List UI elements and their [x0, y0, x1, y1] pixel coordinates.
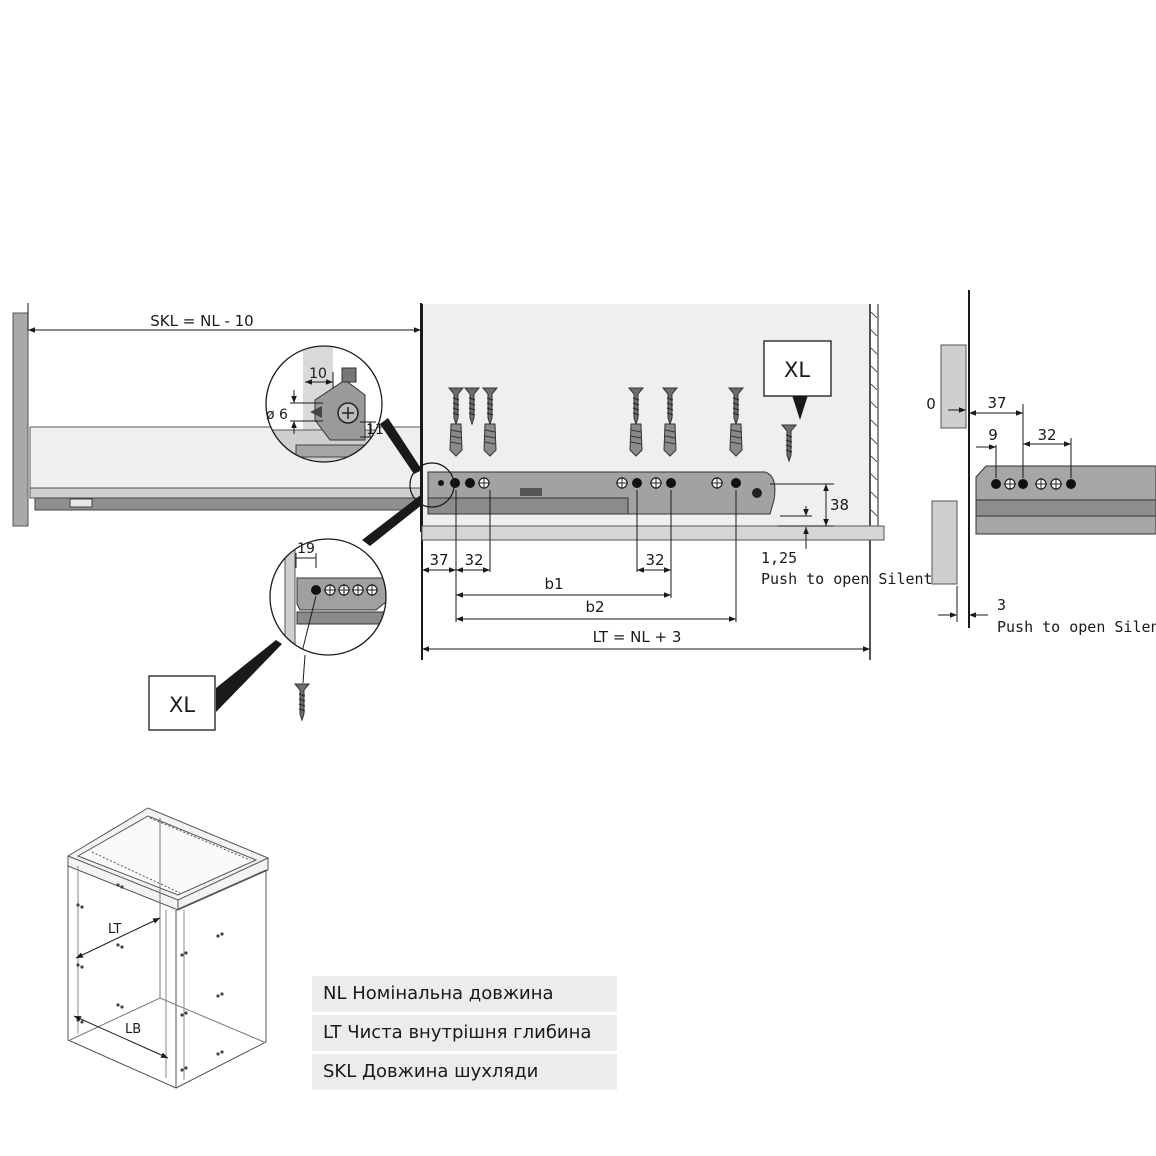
- b1-label: b1: [544, 575, 563, 593]
- dim-10-label: 10: [309, 366, 327, 382]
- skl-label: SKL = NL - 10: [150, 312, 253, 330]
- dim-37-label: 37: [429, 551, 448, 569]
- legend-row-lt: LT Чиста внутрішня глибина: [312, 1015, 617, 1051]
- legend: NL Номінальна довжина LT Чиста внутрішня…: [312, 976, 617, 1093]
- dim-3-label: 3: [997, 596, 1006, 614]
- main-view: XL 38 1,25 Push to open Silent 37 32 32 …: [410, 304, 933, 660]
- xl-callout-pointer: [216, 640, 282, 712]
- dim-38-label: 38: [830, 496, 849, 514]
- dim-32-left-label: 32: [464, 551, 483, 569]
- front-panel-bottom: [932, 501, 957, 584]
- front-view: 0 37 9 32 3 Push to open Silent: [926, 290, 1156, 636]
- legend-row-skl: SKL Довжина шухляди: [312, 1054, 617, 1090]
- detail-bottom: 19: [270, 539, 386, 660]
- front-panel-top: [941, 345, 966, 428]
- legend-row-nl: NL Номінальна довжина: [312, 976, 617, 1012]
- side-view: SKL = NL - 10: [13, 303, 428, 730]
- front-panel: [13, 313, 28, 526]
- runner-top: [30, 488, 425, 498]
- dim-9-label: 9: [988, 426, 998, 444]
- cabinet-lb-label: LB: [125, 1022, 141, 1037]
- xl-callout-top-label: XL: [784, 358, 810, 382]
- cabinet-bottom: [422, 526, 884, 540]
- runner-clip: [70, 499, 92, 507]
- cabinet-lt-label: LT: [108, 922, 121, 937]
- dim-19-label: 19: [297, 541, 315, 557]
- cabinet-isometric: [68, 808, 268, 1088]
- front-push-note: Push to open Silent: [997, 618, 1156, 636]
- screw-icon: [295, 684, 309, 720]
- front-dim-37-label: 37: [987, 394, 1006, 412]
- b2-label: b2: [585, 598, 604, 616]
- dim-32-mid-label: 32: [645, 551, 664, 569]
- detail-top: 10 ø 6 11: [266, 346, 384, 462]
- dim-125-label: 1,25: [761, 549, 797, 567]
- dim-d6-label: ø 6: [266, 407, 288, 423]
- dim-0-label: 0: [926, 395, 936, 413]
- xl-callout-label: XL: [169, 693, 195, 717]
- lt-label: LT = NL + 3: [593, 628, 682, 646]
- front-dim-32-label: 32: [1037, 426, 1056, 444]
- push-to-open-note: Push to open Silent: [761, 570, 933, 588]
